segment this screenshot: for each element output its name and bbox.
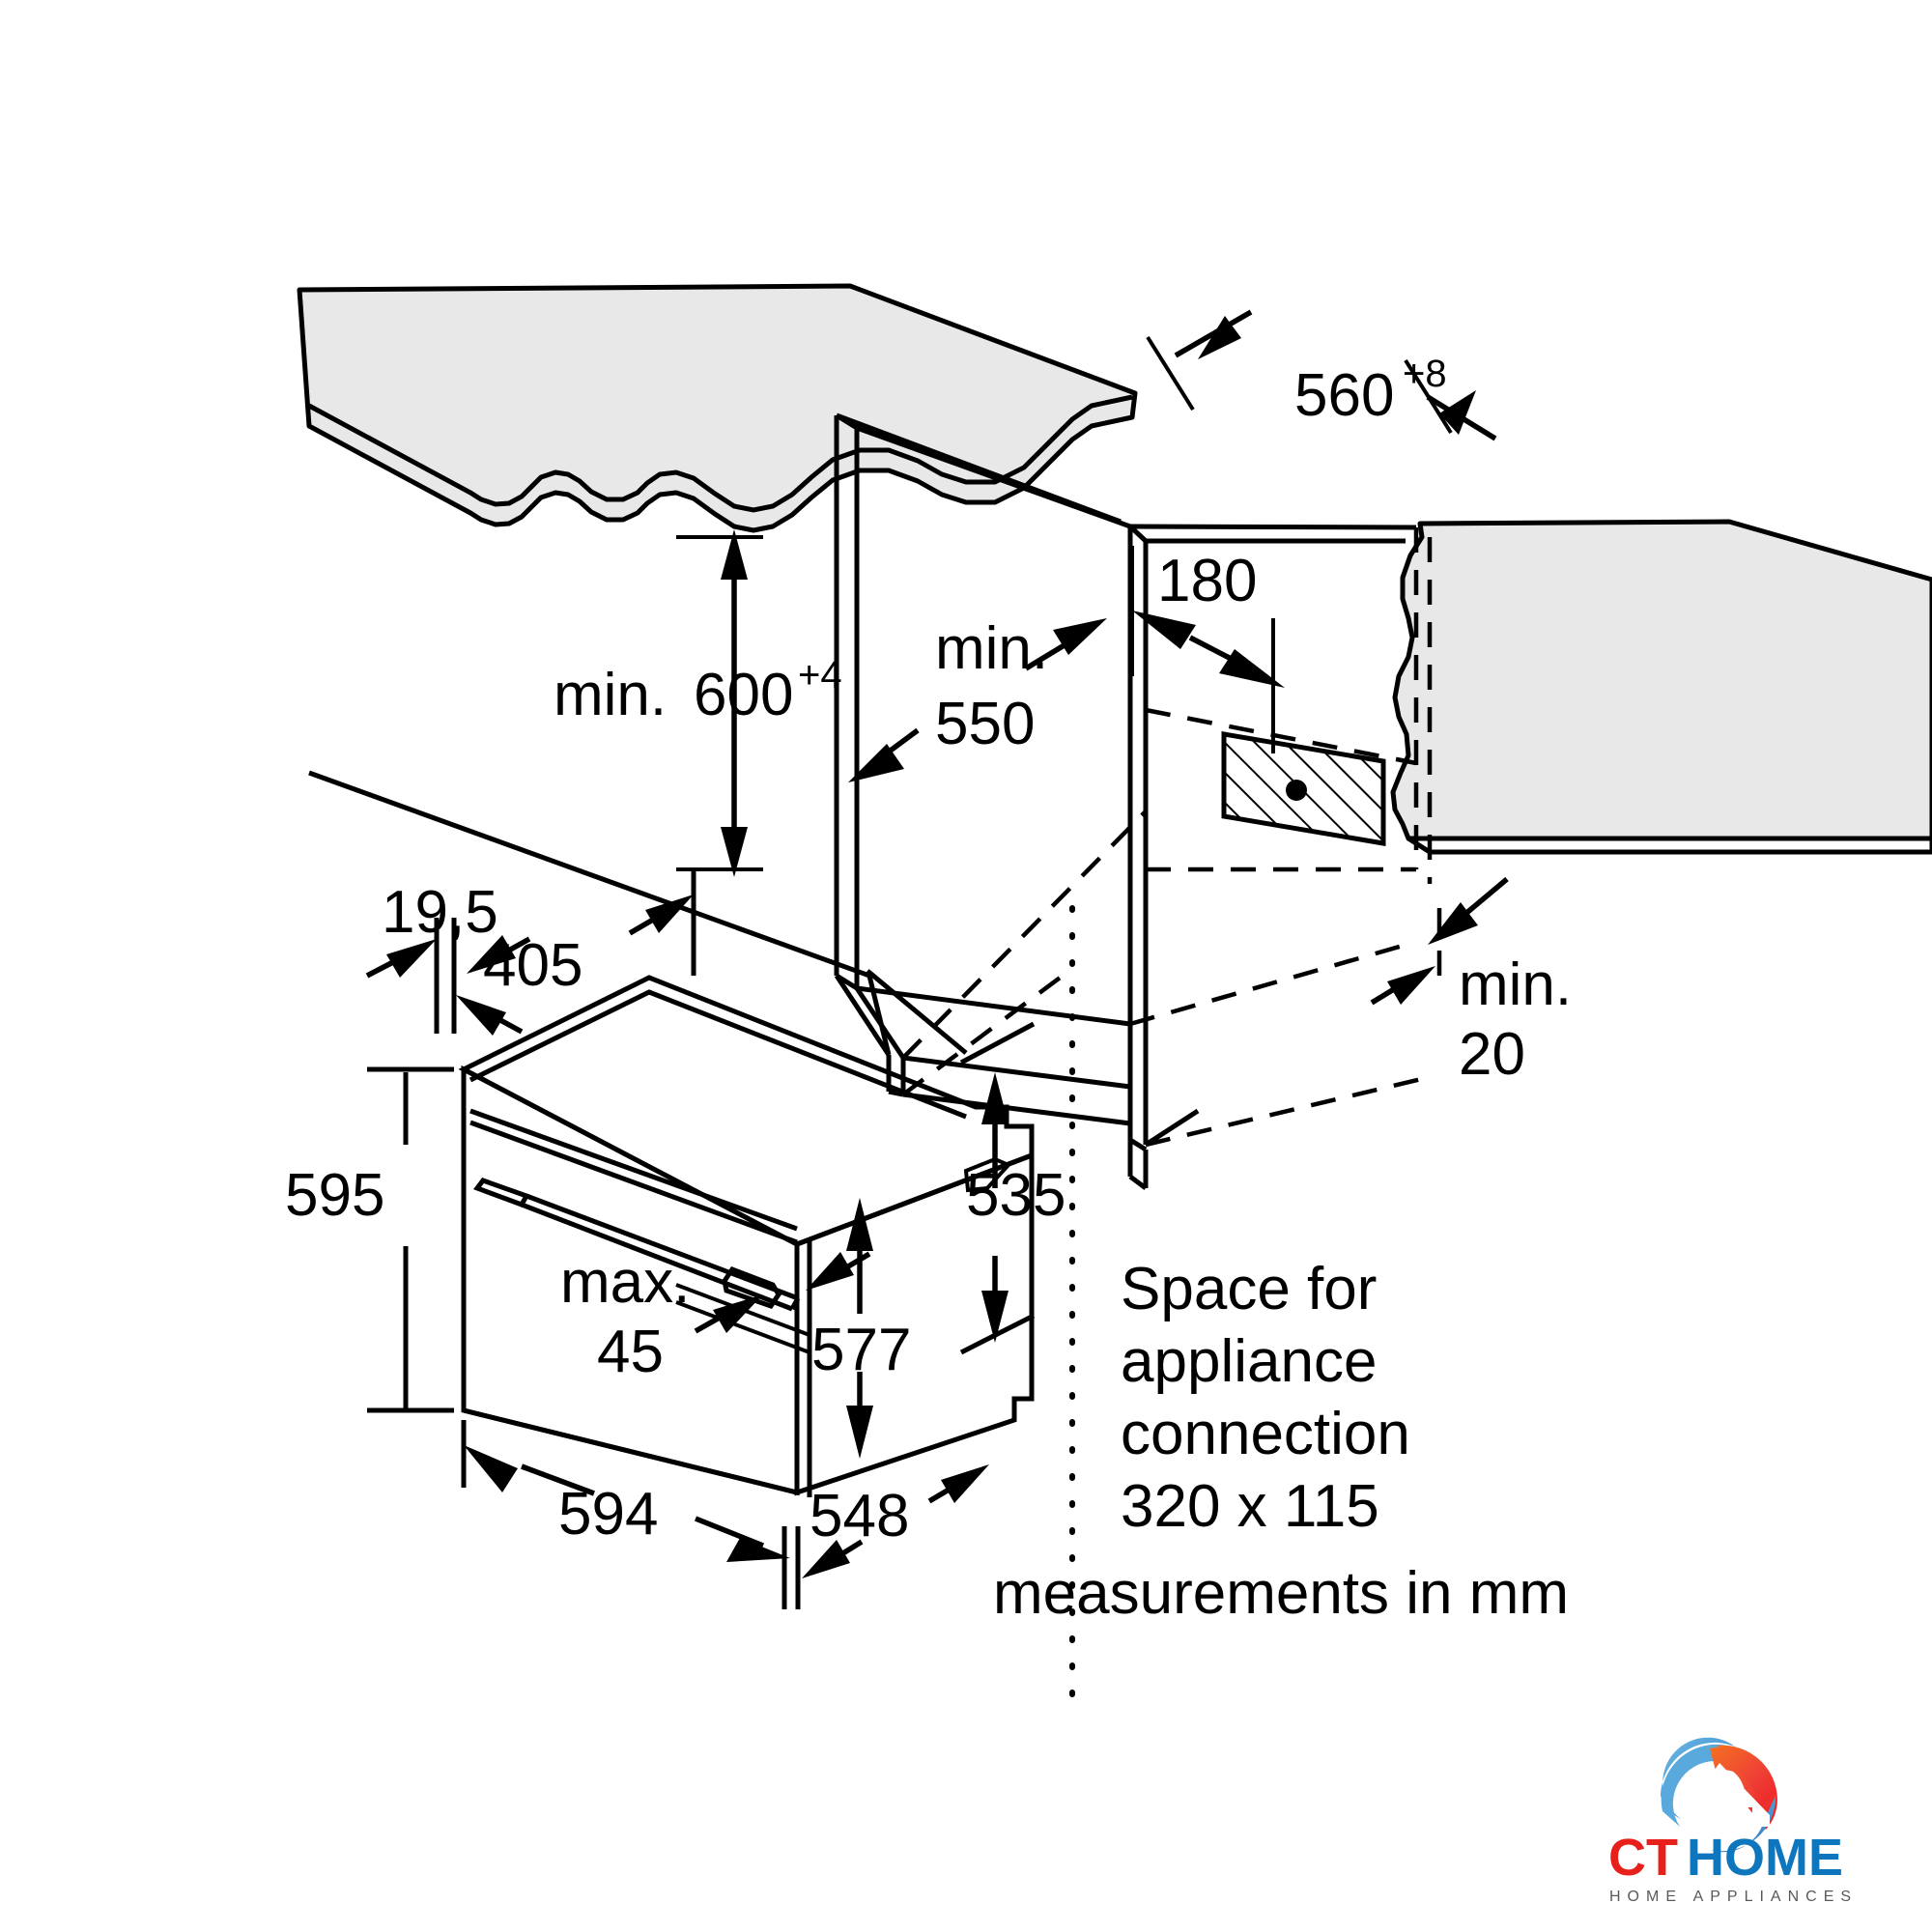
dim-oven-body-depth: 548 (802, 1464, 989, 1578)
dim-oven-height: 595 (285, 1066, 454, 1413)
dim-min20-value: 20 (1459, 1021, 1525, 1088)
connection-note-line1: Space for (1121, 1256, 1377, 1322)
units-note: measurements in mm (993, 1560, 1569, 1627)
logo-brand-home: HOME (1687, 1829, 1843, 1887)
connection-note-line2: appliance (1121, 1328, 1377, 1395)
hidden-edges (901, 527, 1433, 1703)
dim-535-value: 535 (966, 1162, 1065, 1229)
dim-rear-gap: min. 20 (1370, 876, 1572, 1088)
rear-wall (1390, 519, 1932, 855)
dim-180-value: 180 (1157, 548, 1257, 614)
dim-405-value: 405 (483, 932, 582, 999)
projection-lines (308, 770, 968, 1056)
dim-oven-width: 594 (461, 1420, 801, 1609)
dim-max45-value: 45 (597, 1319, 664, 1385)
socket-marker (1286, 780, 1307, 801)
logo-house-emblem (1661, 1737, 1777, 1853)
dim-door-gap: max. 45 (560, 1249, 871, 1385)
connection-note: Space for appliance connection 320 x 115 (1121, 1256, 1410, 1540)
logo-tagline: HOME APPLIANCES (1609, 1889, 1858, 1905)
appliance-connection-box (1221, 731, 1386, 846)
dim-595-value: 595 (285, 1162, 384, 1229)
dim-connection-offset: 180 (1130, 546, 1285, 753)
logo-brand-ct: CT (1608, 1829, 1678, 1887)
dim-niche-width: min. 550 (848, 615, 1107, 782)
dim-548-value: 548 (810, 1483, 909, 1549)
dim-niche-depth: 560 +8 (1146, 309, 1497, 441)
dim-600-value: 600 (694, 662, 793, 728)
dim-550-value: 550 (935, 691, 1035, 757)
dim-oven-body-height: 577 (811, 1198, 911, 1459)
dim-oven-depth-rear: 535 (959, 1021, 1065, 1355)
cthome-logo: CT HOME HOME APPLIANCES (1546, 1703, 1903, 1911)
dim-560-value: 560 (1294, 362, 1394, 429)
units-note-text: measurements in mm (993, 1560, 1569, 1627)
connection-note-line3: connection (1121, 1401, 1410, 1467)
dim-600-prefix: min. (554, 662, 667, 728)
niche-right-panel (1127, 524, 1417, 1190)
dim-577-value: 577 (811, 1317, 911, 1383)
dim-594-value: 594 (558, 1481, 658, 1548)
dim-niche-height: min. 600 +4 (554, 529, 842, 877)
oven-unit (458, 975, 1035, 1497)
dim-top-inset: 405 (456, 869, 696, 1036)
dim-560-tolerance: +8 (1403, 353, 1447, 395)
connection-note-line4: 320 x 115 (1121, 1473, 1379, 1540)
dim-min20-prefix: min. (1459, 952, 1572, 1018)
dim-front-trim: 19,5 (365, 879, 531, 1034)
logo-wordmark: CT HOME HOME APPLIANCES (1608, 1829, 1858, 1905)
dim-195-value: 19,5 (382, 879, 498, 946)
dim-600-tolerance: +4 (798, 654, 842, 696)
dim-max45-prefix: max. (560, 1249, 690, 1316)
worktop-slab (297, 283, 1138, 533)
dim-550-prefix: min. (935, 615, 1048, 682)
